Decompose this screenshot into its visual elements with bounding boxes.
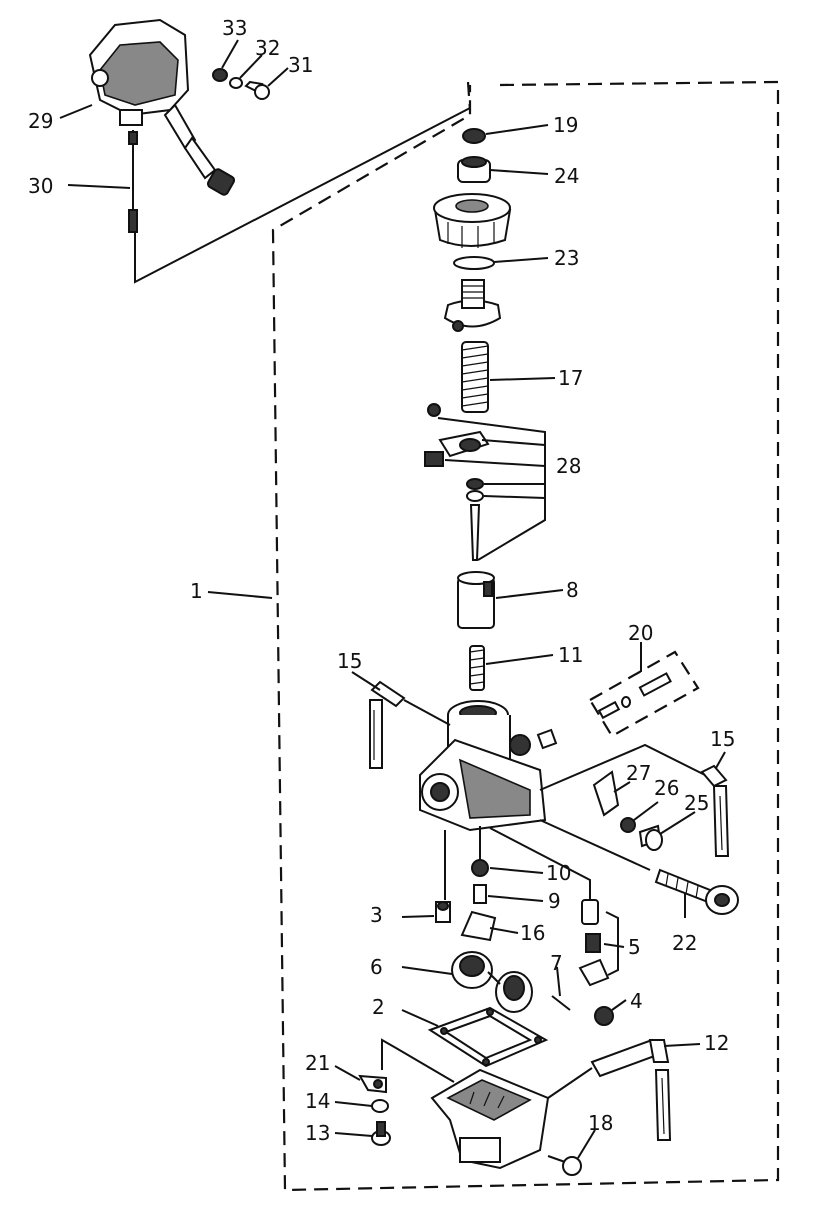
label-22: 22 [672,931,697,955]
screw-set-31-33 [212,68,270,100]
spring-10 [471,859,489,877]
float-bowl [430,1068,550,1170]
pin-7 [551,995,571,1011]
spring-11 [469,645,485,691]
label-27: 27 [626,761,651,785]
label-28: 28 [556,454,581,478]
label-11: 11 [558,643,583,667]
screw-4 [594,1006,614,1026]
label-1: 1 [190,579,203,603]
tube-15-right [700,764,730,857]
tube-left-link [403,699,451,726]
label-14: 14 [305,1089,330,1113]
jet-3 [435,901,451,923]
o-ring-23 [453,256,495,270]
throttle-cable [128,130,138,233]
label-21: 21 [305,1051,330,1075]
bracket-21-hole [373,1079,383,1089]
label-33: 33 [222,16,247,40]
screw-18 [547,1155,582,1176]
bowl-tube-link [547,1067,593,1099]
label-18: 18 [588,1111,613,1135]
holder-16 [460,910,497,942]
bracket-link [539,743,706,791]
screw-25 [638,824,663,851]
top-cap [433,193,512,248]
label-23: 23 [554,246,579,270]
label-6: 6 [370,955,383,979]
screw-13 [371,1121,391,1146]
plunger-link [539,819,651,871]
label-13: 13 [305,1121,330,1145]
starter-plunger-22 [654,868,739,915]
cover-plate [443,279,502,332]
gasket-2 [427,1006,549,1068]
label-19: 19 [553,113,578,137]
label-25: 25 [684,791,709,815]
label-15-left: 15 [337,649,362,673]
nut-24 [457,156,491,183]
label-32: 32 [255,36,280,60]
label-31: 31 [288,53,313,77]
label-26: 26 [654,776,679,800]
washer-19 [462,128,486,144]
label-7: 7 [550,951,563,975]
part-labels: 1 2 3 4 5 6 7 8 9 10 11 12 13 14 15 15 1… [28,16,735,1145]
label-4: 4 [630,989,643,1013]
washer-26 [620,817,636,833]
needle-set-28 [424,403,490,561]
needle-jet-5 [578,899,619,987]
label-10: 10 [546,861,571,885]
assembly-boundary [271,80,780,1192]
throttle-link-dash [466,81,472,111]
jet-9 [473,884,487,904]
label-15-right: 15 [710,727,735,751]
float-6 [451,951,533,1013]
bowl-screw-link [381,1038,455,1083]
carburetor-body [419,700,558,832]
label-24: 24 [554,164,579,188]
label-12: 12 [704,1031,729,1055]
bracket-27 [592,770,620,817]
spring-17 [461,341,489,413]
label-9: 9 [548,889,561,913]
throttle-link-line [134,107,471,284]
washer-14 [371,1099,389,1113]
tube-15-left [369,680,406,769]
label-3: 3 [370,903,383,927]
label-8: 8 [566,578,579,602]
label-29: 29 [28,109,53,133]
throttle-valve-8 [457,571,495,629]
label-20: 20 [628,621,653,645]
label-17: 17 [558,366,583,390]
label-16: 16 [520,921,545,945]
label-2: 2 [372,995,385,1019]
throttle-housing [88,18,236,196]
label-5: 5 [628,935,641,959]
leader-lines [59,39,726,1159]
label-30: 30 [28,174,53,198]
drain-tube-12 [590,1038,672,1141]
pilot-screw-20 [588,650,700,738]
body-drain-links [444,826,591,900]
